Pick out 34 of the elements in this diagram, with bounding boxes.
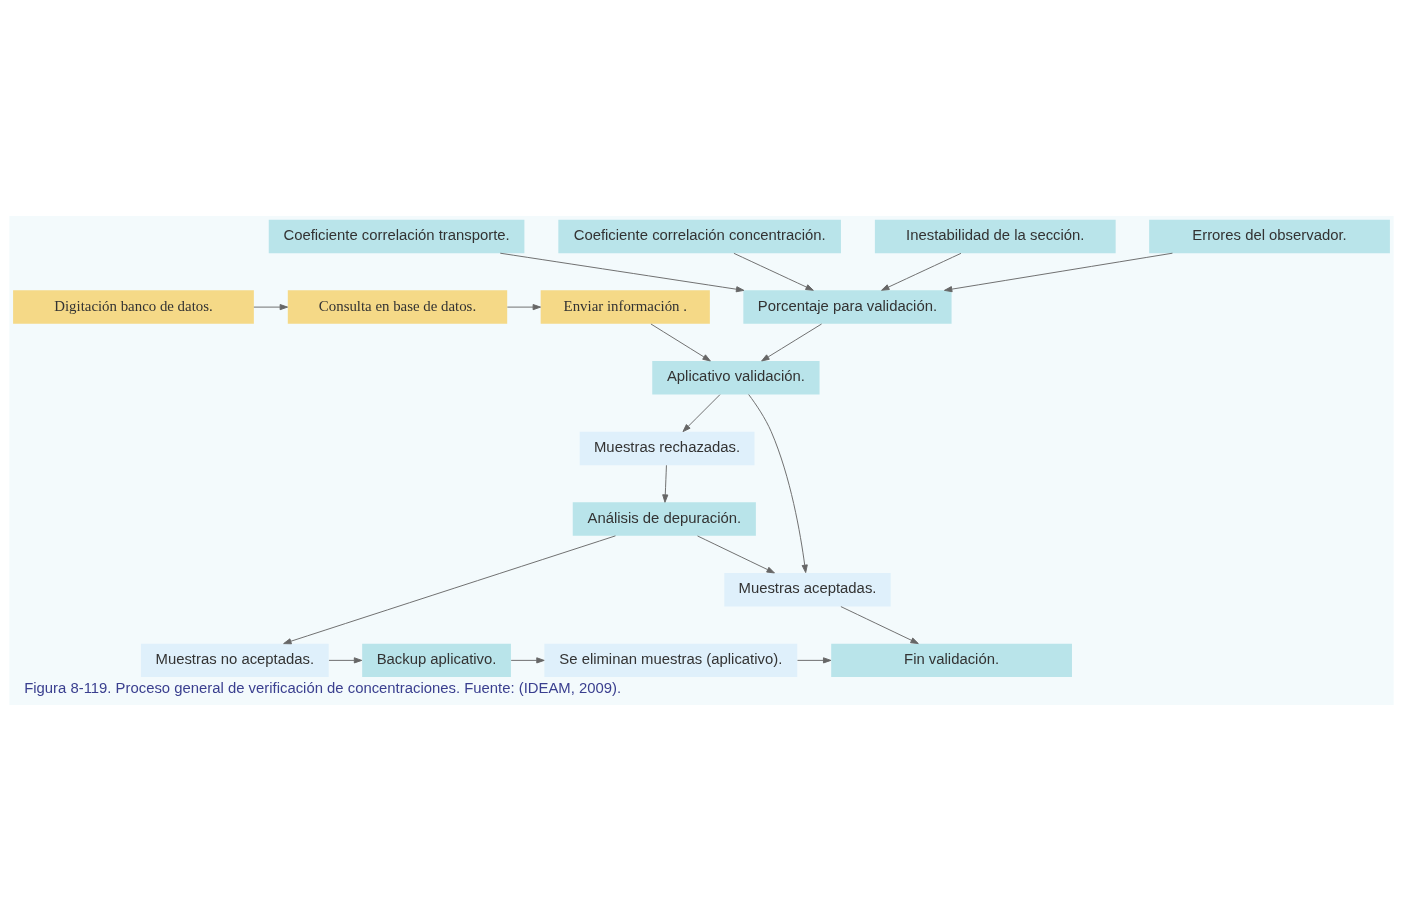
node-box: Backup aplicativo. [362, 643, 511, 677]
arrow [662, 464, 669, 503]
node-box: Enviar información . [540, 289, 710, 324]
node-box: Consulta en base de datos. [287, 289, 508, 324]
arrow [840, 605, 919, 644]
node-box: Muestras aceptadas. [724, 572, 891, 606]
node-box: Digitación banco de datos. [13, 289, 254, 324]
node-box: Fin validación. [831, 643, 1072, 677]
arrow [733, 252, 814, 291]
node-box: Se eliminan muestras (aplicativo). [544, 643, 798, 677]
arrow [510, 656, 545, 663]
node-box: Inestabilidad de la sección. [874, 219, 1116, 253]
arrow [253, 303, 288, 310]
node-box: Porcentaje para validación. [743, 289, 952, 324]
caption: Figura 8-119. Proceso general de verificación de concentraciones. Fuente: (IDEAM, 2009). [24, 679, 622, 696]
arrow [499, 252, 745, 292]
arrow [881, 252, 962, 291]
arrow [797, 656, 832, 663]
arrow [650, 323, 711, 361]
arrow [328, 656, 363, 663]
node-box: Aplicativo validación. [652, 360, 820, 394]
arrow [748, 393, 808, 573]
arrow [697, 535, 775, 573]
node-box: Muestras rechazadas. [579, 431, 755, 465]
arrow [283, 534, 616, 644]
node-box: Coeficiente correlación concentración. [558, 219, 841, 253]
node-box: Análisis de depuración. [572, 501, 756, 536]
arrow [682, 393, 721, 432]
node-box: Errores del observador. [1149, 219, 1390, 253]
node-box: Muestras no aceptadas. [140, 643, 329, 677]
arrow [944, 252, 1173, 292]
node-box: Coeficiente correlación transporte. [268, 219, 525, 253]
arrow [506, 303, 541, 310]
arrow [761, 323, 823, 361]
